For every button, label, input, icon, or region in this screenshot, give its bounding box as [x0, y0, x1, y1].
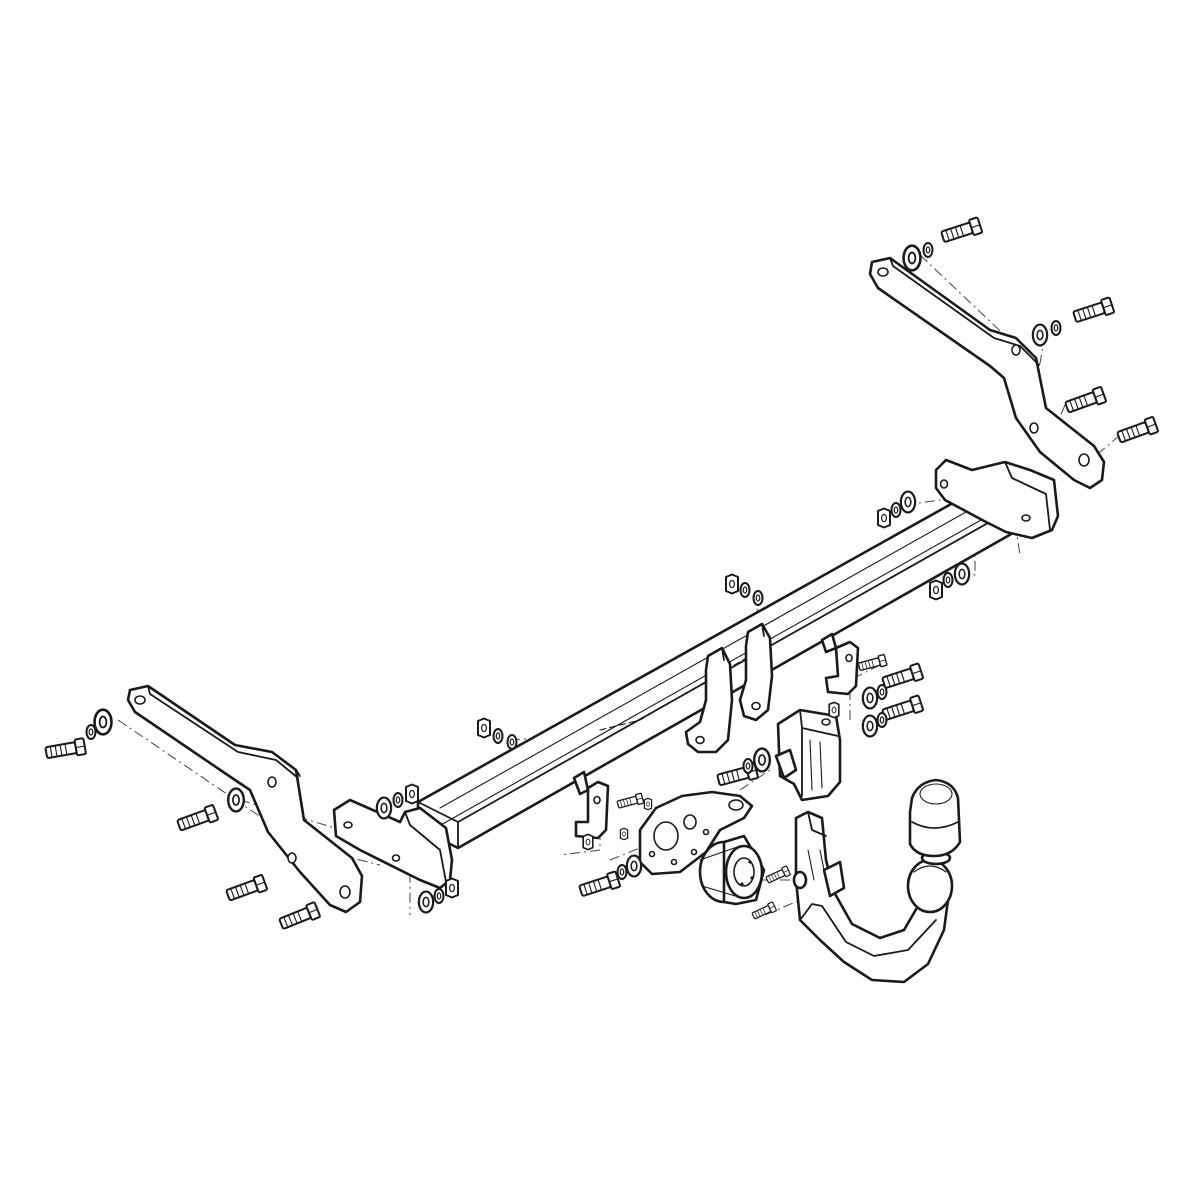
nut [405, 783, 419, 805]
washer [942, 572, 954, 588]
washer [93, 708, 113, 736]
lower-mount-bracket-right [824, 640, 860, 696]
bolt [577, 870, 622, 900]
washer [492, 728, 504, 744]
left-end-plate [332, 798, 454, 890]
washer [392, 792, 404, 808]
bolt [1071, 296, 1116, 326]
washer [1050, 320, 1062, 336]
nut [877, 507, 891, 529]
washer [417, 890, 435, 914]
washer [752, 590, 764, 606]
washer [1031, 323, 1049, 347]
washer [625, 854, 643, 878]
washer [922, 242, 934, 258]
right-side-bracket [868, 256, 1106, 490]
bolt [277, 900, 322, 933]
washer [226, 787, 246, 813]
washer [899, 490, 917, 514]
bolt [880, 662, 925, 692]
washer [876, 712, 888, 728]
nut [828, 701, 840, 719]
bolt [750, 901, 778, 922]
washer [85, 724, 97, 740]
washer [375, 796, 393, 820]
washer [861, 714, 879, 738]
washer [953, 562, 971, 586]
socket-plate [638, 790, 754, 876]
washer [902, 244, 922, 272]
nut [445, 877, 459, 899]
nut [643, 797, 653, 811]
bolt [43, 737, 88, 762]
bolt [939, 216, 984, 246]
nut [929, 579, 943, 601]
right-end-plate [934, 458, 1060, 540]
nut [582, 833, 594, 851]
towball-protective-cap [908, 778, 962, 858]
bolt [880, 694, 925, 724]
lower-mount-bracket-left [572, 770, 610, 840]
left-side-bracket [126, 684, 364, 914]
washer [739, 582, 751, 598]
washer [506, 734, 518, 750]
bolt [1063, 385, 1108, 416]
receiver-socket-box [774, 708, 842, 802]
bolt [224, 873, 269, 904]
nut [725, 573, 739, 595]
bolt [764, 865, 792, 886]
washer [890, 502, 902, 518]
washer [616, 864, 628, 880]
center-mount-plates [684, 622, 838, 754]
electrical-socket [698, 834, 766, 906]
washer [742, 758, 754, 774]
washer [433, 888, 445, 904]
washer [876, 684, 888, 700]
detachable-towball-neck [792, 810, 954, 984]
bolt [615, 792, 645, 811]
bolt [175, 803, 220, 834]
nut [477, 717, 491, 739]
nut [619, 827, 629, 841]
bolt [857, 653, 888, 674]
bolt [1115, 415, 1160, 446]
washer [861, 686, 879, 710]
washer [753, 747, 771, 773]
